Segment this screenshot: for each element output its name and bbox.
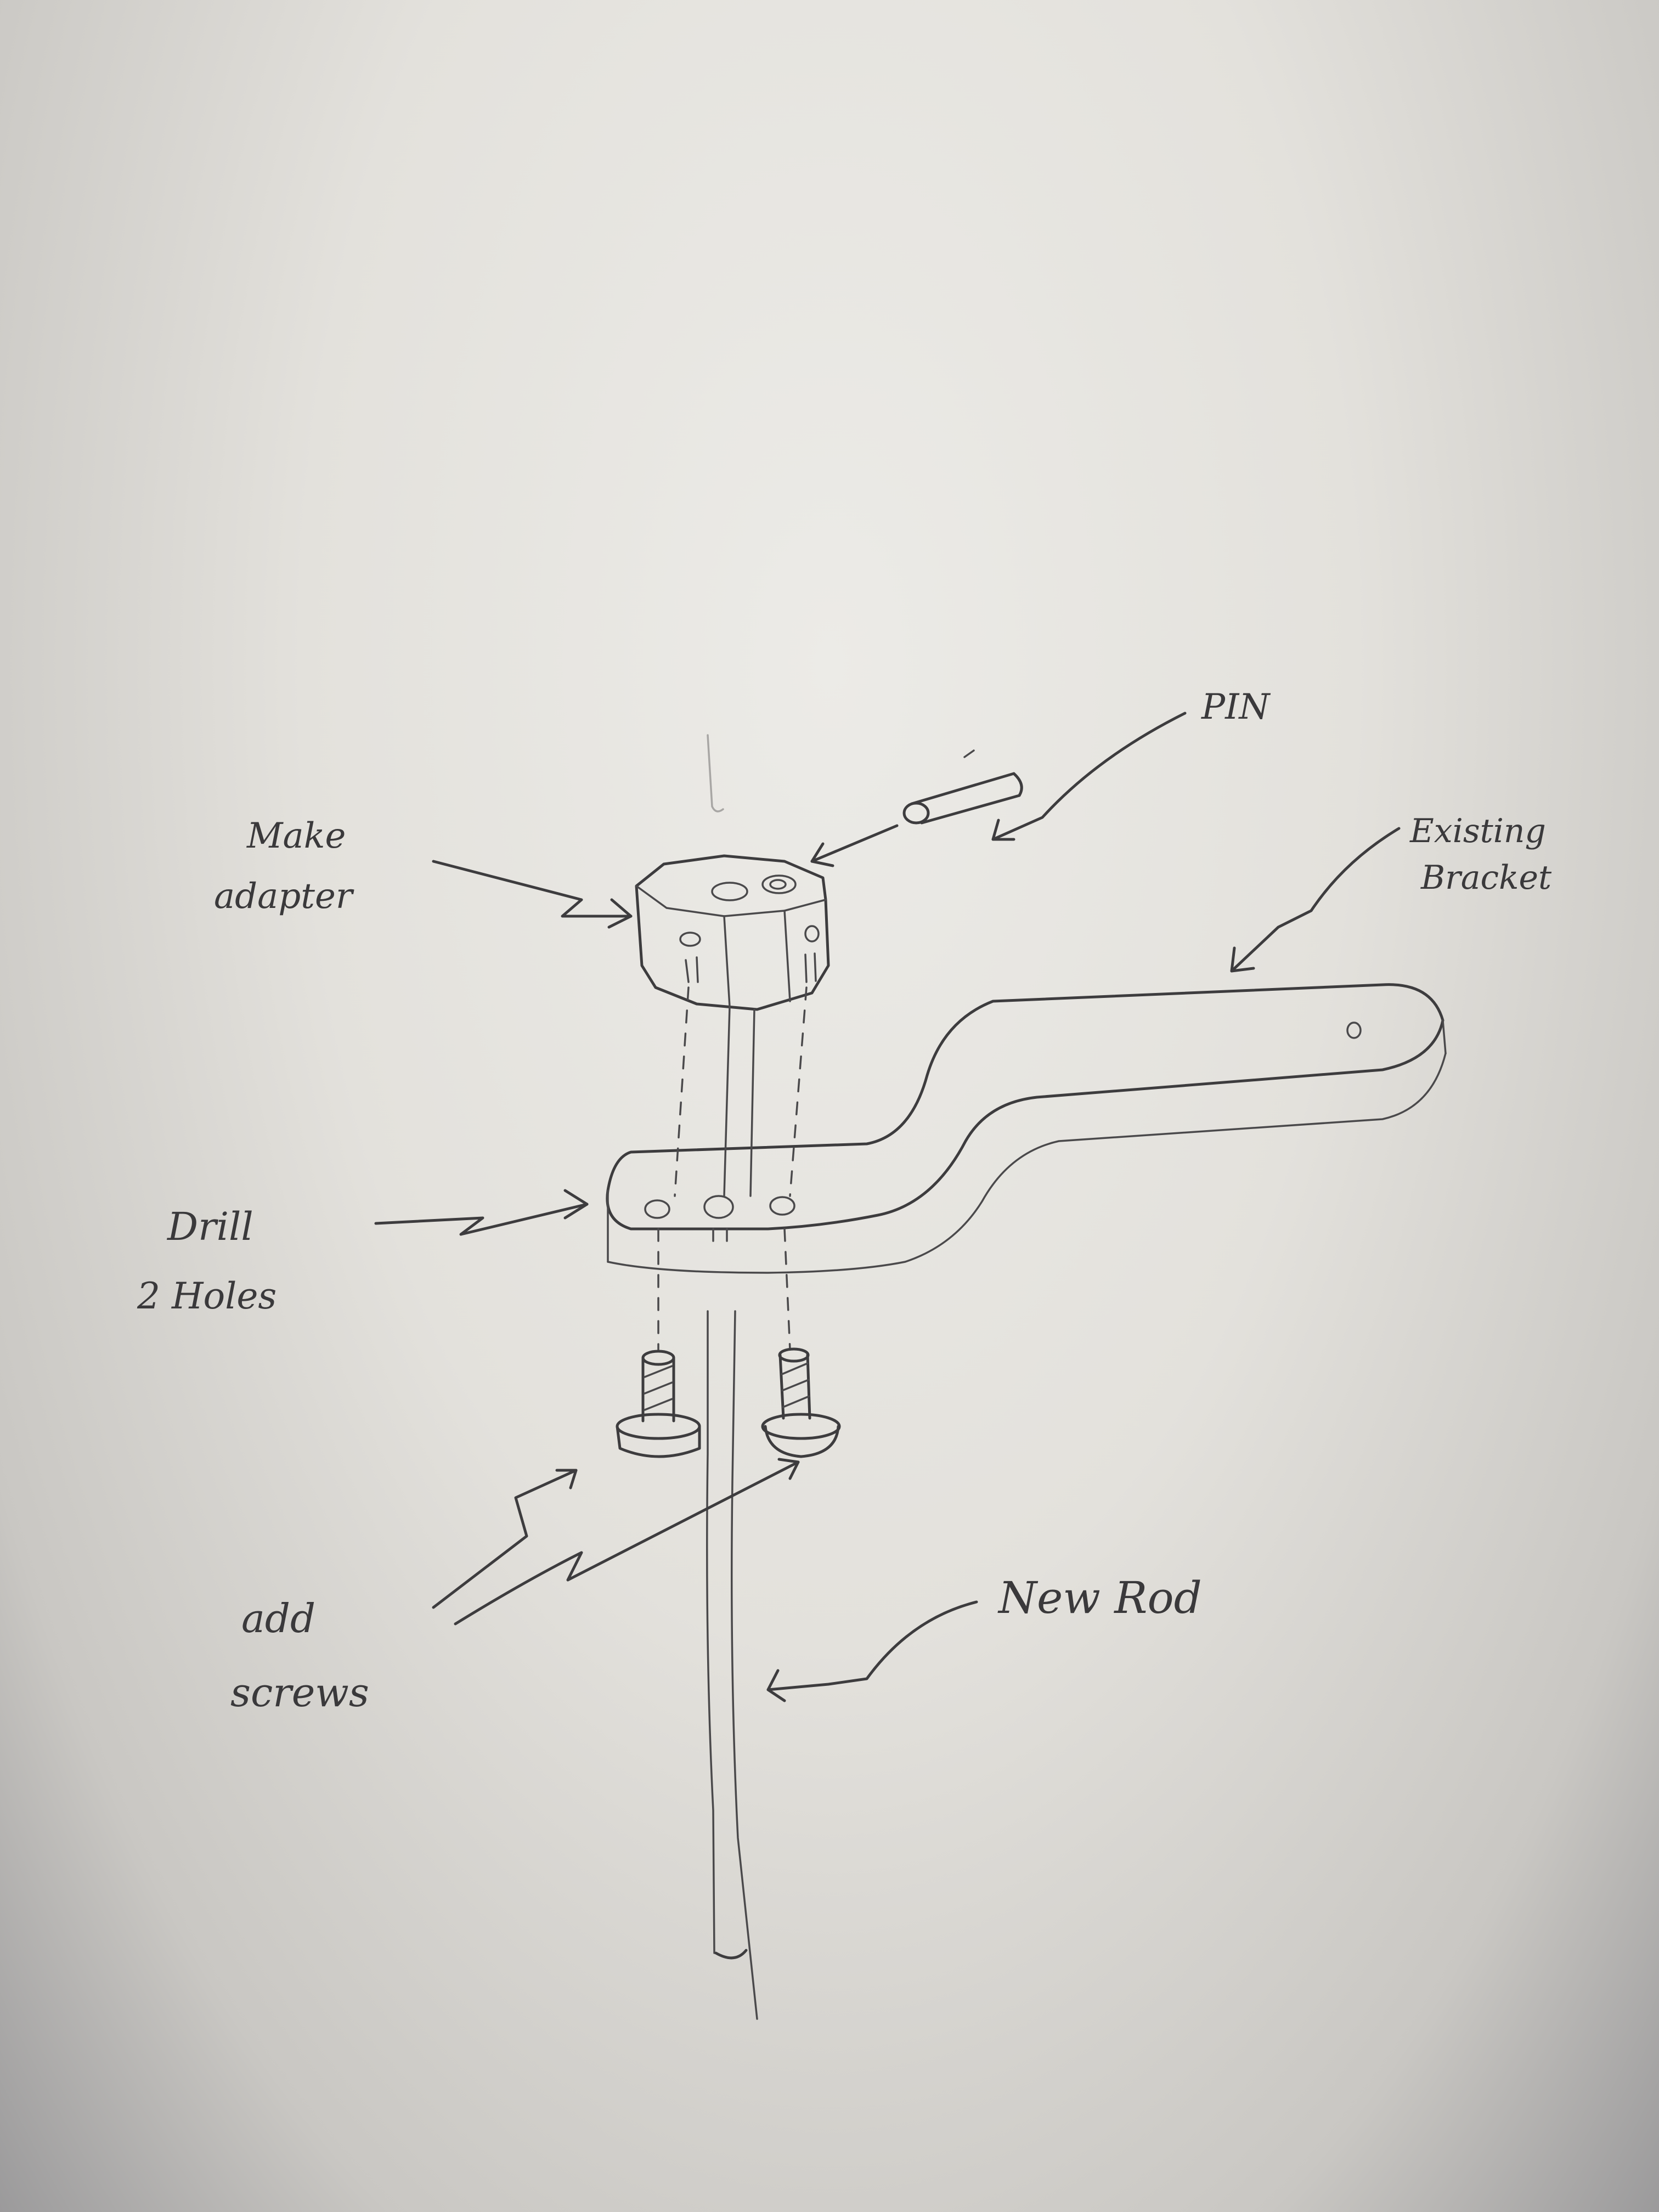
screw-right bbox=[761, 1347, 841, 1458]
arrow-add-screws bbox=[432, 1458, 800, 1626]
arrow-drill bbox=[374, 1189, 589, 1236]
label-new-rod: New Rod bbox=[997, 1572, 1202, 1623]
adapter-block bbox=[635, 854, 830, 1011]
label-make-adapter: Make adapter bbox=[214, 816, 354, 917]
label-two-holes: 2 Holes bbox=[137, 1275, 276, 1317]
label-add-screws: add screws bbox=[230, 1595, 369, 1716]
pin bbox=[902, 749, 1023, 825]
new-rod bbox=[706, 1006, 758, 2020]
label-adapter: adapter bbox=[214, 876, 354, 917]
alignment-lines bbox=[657, 986, 808, 1351]
label-existing-bracket: Existing Bracket bbox=[1409, 812, 1552, 897]
arrow-pin bbox=[810, 712, 1187, 867]
arrow-new-rod bbox=[766, 1600, 978, 1702]
label-make: Make bbox=[246, 816, 346, 856]
label-add: add bbox=[241, 1595, 315, 1641]
erased-mark bbox=[707, 734, 724, 812]
existing-bracket bbox=[606, 983, 1447, 1274]
label-bracket: Bracket bbox=[1420, 859, 1552, 897]
label-drill: Drill bbox=[166, 1204, 253, 1249]
screw-left bbox=[616, 1350, 701, 1458]
label-existing: Existing bbox=[1409, 812, 1546, 850]
arrow-existing-bracket bbox=[1230, 827, 1401, 973]
label-drill-2-holes: Drill 2 Holes bbox=[137, 1204, 276, 1317]
label-screws: screws bbox=[230, 1669, 369, 1716]
arrow-make-adapter bbox=[432, 860, 633, 929]
label-pin: PIN bbox=[1201, 687, 1271, 727]
